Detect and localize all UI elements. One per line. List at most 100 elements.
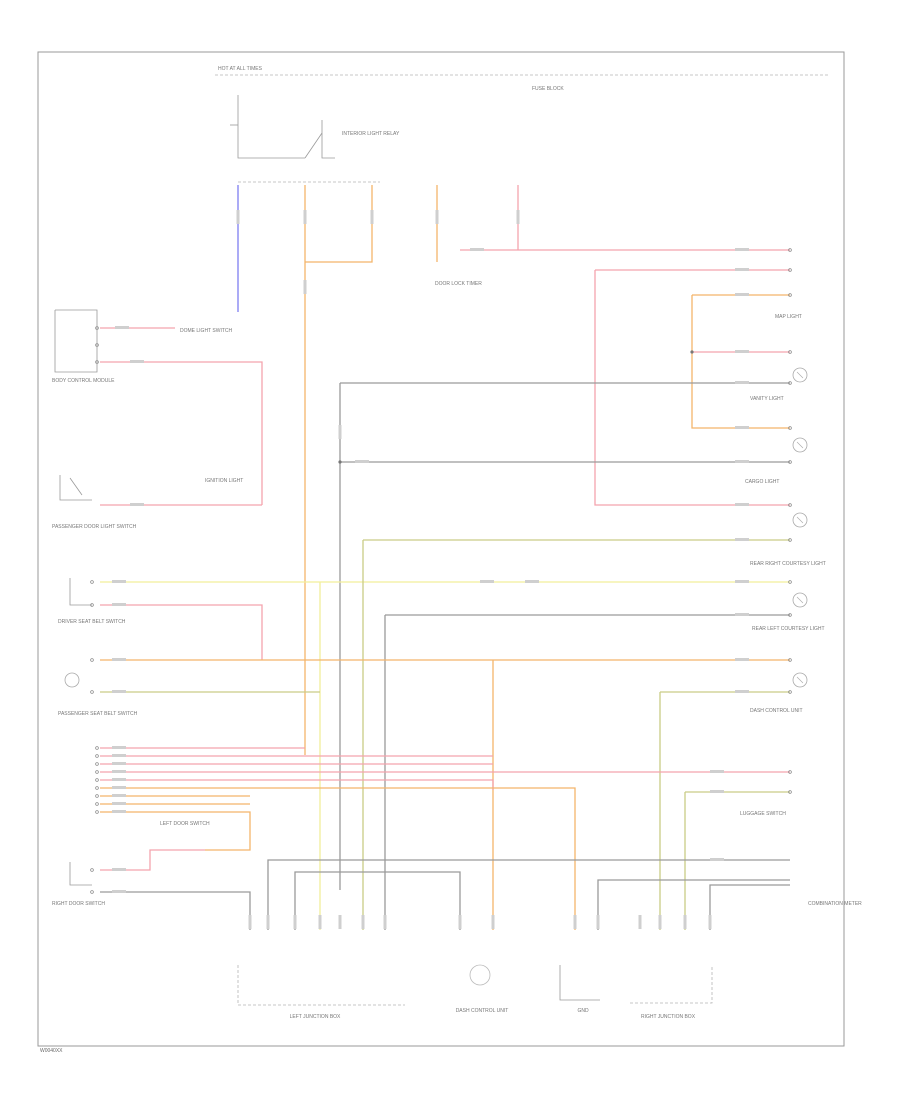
relay-switch [304, 132, 323, 159]
connector-pin [788, 503, 792, 507]
connector-pin [95, 786, 99, 790]
connector-pin [788, 690, 792, 694]
wire-color-tag [735, 350, 749, 353]
wire-color-tag [710, 790, 724, 793]
vanity-light-lamp-filament [796, 371, 804, 379]
wire-harness-orange [100, 787, 576, 930]
connector-pin [95, 770, 99, 774]
wire-color-tag [130, 360, 144, 363]
left-junction-boundary [237, 965, 405, 1006]
label-fuse-block: FUSE BLOCK [532, 86, 564, 92]
label-door-lock-timer: DOOR LOCK TIMER [435, 281, 482, 287]
wire-color-tag [248, 915, 252, 929]
diagram-frame [37, 51, 845, 1047]
label-pass-door-light-switch: PASSENGER DOOR LIGHT SWITCH [52, 524, 137, 530]
wire-gray-bottom-bus3 [597, 879, 790, 930]
wire-color-tag [112, 603, 126, 606]
wire-color-tag [735, 690, 749, 693]
wire-color-tag [115, 326, 129, 329]
ignition-switch-outline [69, 578, 92, 606]
wire-color-tag [708, 915, 712, 929]
wire-color-tag [710, 770, 724, 773]
wire-color-tag [735, 293, 749, 296]
connector-pin [788, 350, 792, 354]
wire-color-tag [303, 280, 307, 294]
wire-gray-bottom-bus [267, 859, 790, 930]
wire-gray-bottom-bus4 [709, 884, 790, 930]
label-ignition-light: IGNITION LIGHT [205, 478, 243, 484]
wire-color-tag [735, 426, 749, 429]
wire-color-tag [112, 754, 126, 757]
wire-color-tag [112, 868, 126, 871]
gnd-box [559, 965, 600, 1001]
connector-pin [788, 293, 792, 297]
dome-switch-outline [59, 475, 92, 501]
splice-dot [338, 460, 342, 464]
connector-pin [90, 580, 94, 584]
connector-pin [788, 580, 792, 584]
connector-pin [95, 794, 99, 798]
label-rear-right-courtesy: REAR RIGHT COURTESY LIGHT [750, 561, 826, 567]
connector-pin [788, 381, 792, 385]
connector-pin [788, 460, 792, 464]
wire-color-tag [470, 248, 484, 251]
splice-dot [690, 350, 694, 354]
connector-pin [788, 268, 792, 272]
wire-pink-ignition [100, 604, 263, 660]
wire-color-tag [112, 762, 126, 765]
wire-color-tag [355, 460, 369, 463]
connector-pin [95, 778, 99, 782]
connector-pin [90, 658, 94, 662]
label-combination-meter: COMBINATION METER [808, 901, 862, 907]
wire-harness-orange [100, 811, 251, 851]
connector-pin [95, 762, 99, 766]
label-vanity-light: VANITY LIGHT [750, 396, 784, 402]
label-cargo-light: CARGO LIGHT [745, 479, 779, 485]
connector-pin [788, 770, 792, 774]
connector-pin [788, 248, 792, 252]
wire-color-tag [735, 248, 749, 251]
label-right-junction: RIGHT JUNCTION BOX [641, 1014, 696, 1020]
label-dash-control: DASH CONTROL UNIT [456, 1008, 509, 1014]
wire-color-tag [318, 915, 322, 929]
wire-layer [100, 74, 830, 1006]
wire-color-tag [370, 210, 374, 224]
label-dome-light-switch: DOME LIGHT SWITCH [180, 328, 233, 334]
wire-color-tag [112, 810, 126, 813]
wire-color-tag [458, 915, 462, 929]
diagram-code: W0040XX [40, 1048, 63, 1054]
cargo-light-lamp-filament [796, 441, 804, 449]
connector-pin [95, 810, 99, 814]
wire-gray-rightdoor [100, 891, 251, 930]
connector-pin [788, 426, 792, 430]
dash-control-unit-symbol [469, 964, 491, 986]
wire-pink-rightdoor [100, 849, 205, 871]
wire-color-tag [683, 915, 687, 929]
wire-color-tag [516, 210, 520, 224]
wire-color-tag [710, 858, 724, 861]
label-map-light: MAP LIGHT [775, 314, 802, 320]
wire-color-tag [735, 503, 749, 506]
label-dash-control: DASH CONTROL UNIT [750, 708, 803, 714]
label-left-junction: LEFT JUNCTION BOX [290, 1014, 341, 1020]
rear-left-lamp-filament [796, 596, 804, 604]
wire-color-tag [112, 786, 126, 789]
wire-color-tag [112, 690, 126, 693]
label-luggage-switch: LUGGAGE SWITCH [740, 811, 786, 817]
wire-color-tag [491, 915, 495, 929]
wire-color-tag [112, 746, 126, 749]
wire-color-tag [735, 268, 749, 271]
connector-pin [788, 538, 792, 542]
wire-harness-pink [100, 779, 494, 790]
wire-color-tag [573, 915, 577, 929]
dash-lamp-filament [796, 676, 804, 684]
wire-color-tag [112, 794, 126, 797]
label-right-door-switch: RIGHT DOOR SWITCH [52, 901, 105, 907]
connector-pin [788, 790, 792, 794]
connector-pin [90, 690, 94, 694]
label-hot-at-all-times: HOT AT ALL TIMES [218, 66, 263, 72]
relay-bus [237, 95, 305, 159]
connector-pin [788, 613, 792, 617]
